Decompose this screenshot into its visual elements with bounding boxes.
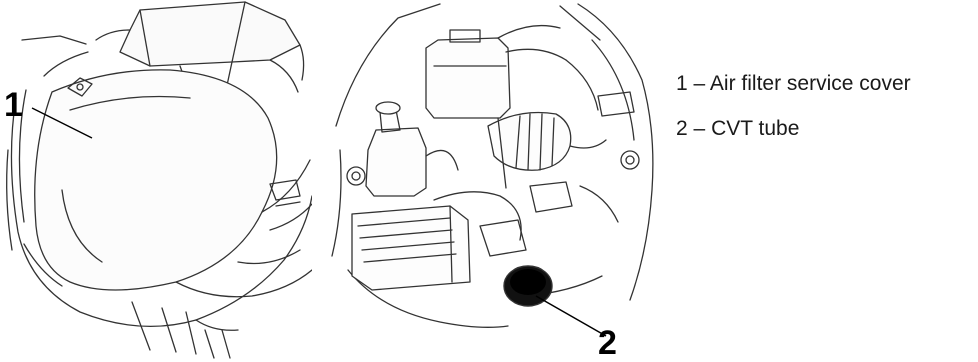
- legend-item-air-filter-cover: 1 – Air filter service cover: [676, 72, 976, 96]
- legend-text: Air filter service cover: [710, 72, 911, 95]
- hood-illustration: [0, 0, 312, 362]
- legend-dash: –: [694, 117, 706, 140]
- callout-number-2: 2: [598, 326, 617, 360]
- legend-number: 1: [676, 72, 688, 95]
- legend-number: 2: [676, 117, 688, 140]
- legend-dash: –: [694, 72, 706, 95]
- legend-item-cvt-tube: 2 – CVT tube: [676, 117, 976, 141]
- callout-number-1: 1: [4, 88, 23, 122]
- legend-text: CVT tube: [711, 117, 799, 140]
- parts-legend: 1 – Air filter service cover 2 – CVT tub…: [676, 72, 976, 141]
- engine-bay-illustration: [330, 0, 660, 362]
